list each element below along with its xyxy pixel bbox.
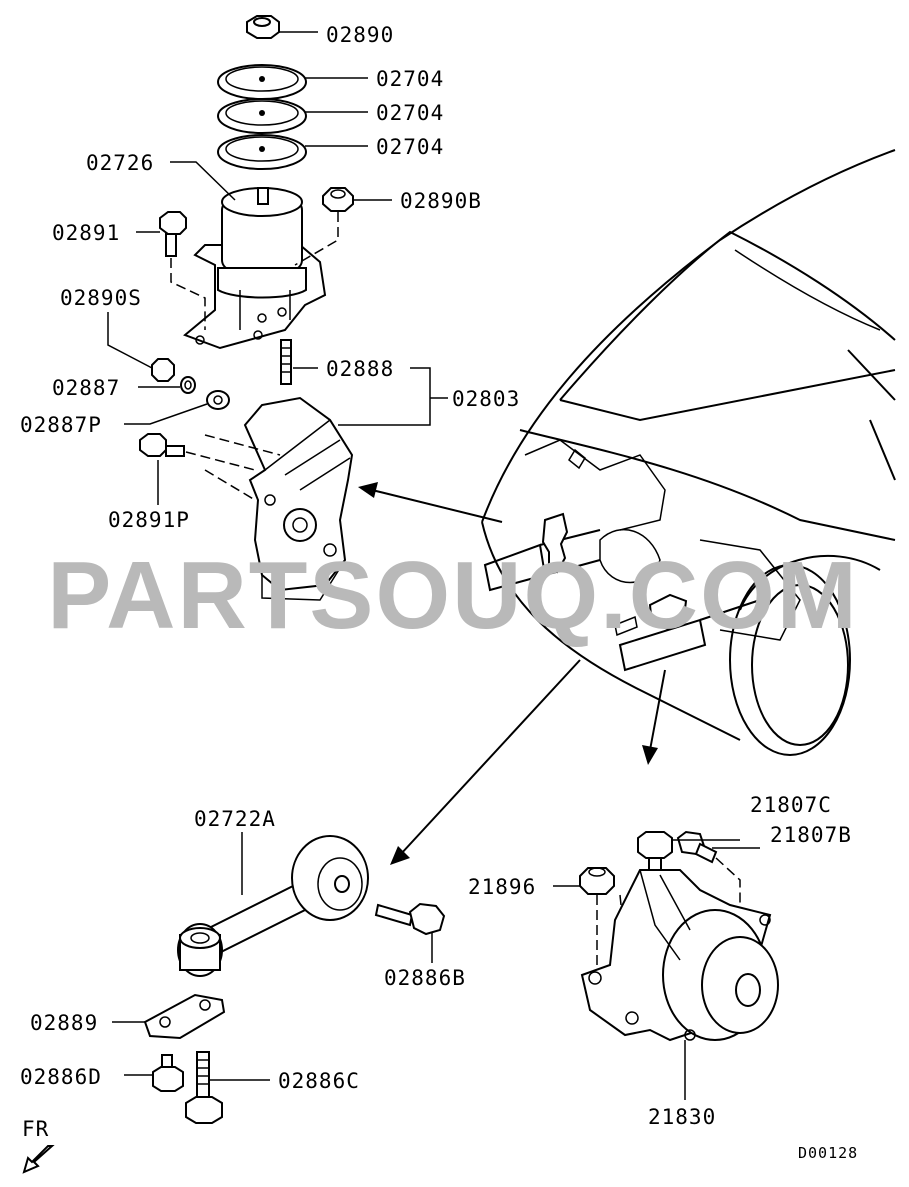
transmission-mount-21830[interactable] [580, 869, 779, 1042]
label-02889[interactable]: 02889 [30, 1011, 98, 1035]
front-direction-indicator: FR [22, 1117, 55, 1174]
label-02886D[interactable]: 02886D [20, 1065, 102, 1089]
label-02886C[interactable]: 02886C [278, 1069, 360, 1093]
label-02704-b[interactable]: 02704 [376, 101, 444, 125]
stud-02888[interactable] [280, 339, 292, 385]
leader-lines [107, 31, 760, 1100]
label-02803[interactable]: 02803 [452, 387, 520, 411]
washer-02704-c[interactable] [217, 134, 307, 170]
label-02891P[interactable]: 02891P [108, 508, 190, 532]
bolt-21807B[interactable] [676, 830, 718, 864]
washer-02887P[interactable] [206, 390, 230, 410]
label-02886B[interactable]: 02886B [384, 966, 466, 990]
watermark: PARTSOUQ.COM [47, 542, 859, 649]
washer-02704-a[interactable] [217, 64, 307, 100]
torque-rod-02722A[interactable] [177, 835, 369, 977]
label-21830[interactable]: 21830 [648, 1105, 716, 1129]
washer-02704-b[interactable] [217, 98, 307, 134]
label-21807B-html[interactable]: 21807B [770, 823, 852, 847]
guide-line [185, 434, 281, 501]
bracket-02889[interactable] [143, 993, 226, 1040]
label-02887P[interactable]: 02887P [20, 413, 102, 437]
label-21807C[interactable]: 21807C [750, 793, 832, 817]
label-02887[interactable]: 02887 [52, 376, 120, 400]
washer-02887[interactable] [180, 376, 196, 394]
bolt-02886D[interactable] [152, 1054, 184, 1092]
bracket-02803[interactable] [243, 396, 354, 601]
bolt-02886B[interactable] [374, 902, 446, 936]
label-21896[interactable]: 21896 [468, 875, 536, 899]
nut-02890B[interactable] [322, 187, 354, 212]
bolt-02891[interactable] [159, 211, 187, 257]
bolt-02886C[interactable] [185, 1051, 223, 1124]
guide-line [170, 258, 206, 330]
label-02726[interactable]: 02726 [86, 151, 154, 175]
car-body-outline [481, 149, 896, 756]
nut-02890S[interactable] [151, 358, 175, 382]
direction-arrows [358, 482, 666, 865]
guide-line [294, 212, 339, 266]
nut-02890[interactable] [246, 15, 280, 39]
diagram-code: D00128 [798, 1144, 858, 1162]
nut-21896[interactable] [579, 867, 615, 895]
label-02890S[interactable]: 02890S [60, 286, 142, 310]
label-02888[interactable]: 02888 [326, 357, 394, 381]
label-02890B[interactable]: 02890B [400, 189, 482, 213]
label-02891[interactable]: 02891 [52, 221, 120, 245]
fr-label: FR [22, 1117, 49, 1141]
label-02890[interactable]: 02890 [326, 23, 394, 47]
label-02704-a[interactable]: 02704 [376, 67, 444, 91]
engine-mount-insulator-02726[interactable] [183, 187, 327, 350]
label-02722A[interactable]: 02722A [194, 807, 276, 831]
label-02704-c[interactable]: 02704 [376, 135, 444, 159]
bolt-02891P[interactable] [139, 433, 185, 457]
